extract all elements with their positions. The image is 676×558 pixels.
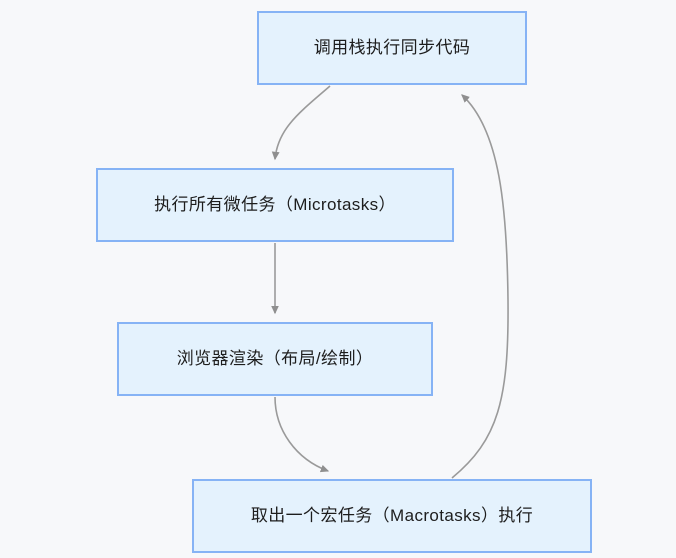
edge-stack-to-microtasks xyxy=(271,85,331,161)
edge-macrotask-to-stack xyxy=(451,94,509,479)
node-microtasks[interactable]: 执行所有微任务（Microtasks） xyxy=(96,168,454,242)
node-sync-call-stack[interactable]: 调用栈执行同步代码 xyxy=(257,11,527,85)
node-label: 取出一个宏任务（Macrotasks）执行 xyxy=(250,505,534,525)
node-label: 执行所有微任务（Microtasks） xyxy=(154,194,396,214)
node-label: 调用栈执行同步代码 xyxy=(313,37,471,57)
node-macrotask[interactable]: 取出一个宏任务（Macrotasks）执行 xyxy=(192,479,592,553)
node-label: 浏览器渲染（布局/绘制） xyxy=(176,348,374,368)
edge-render-to-macrotask xyxy=(274,396,330,473)
node-browser-render[interactable]: 浏览器渲染（布局/绘制） xyxy=(117,322,433,396)
